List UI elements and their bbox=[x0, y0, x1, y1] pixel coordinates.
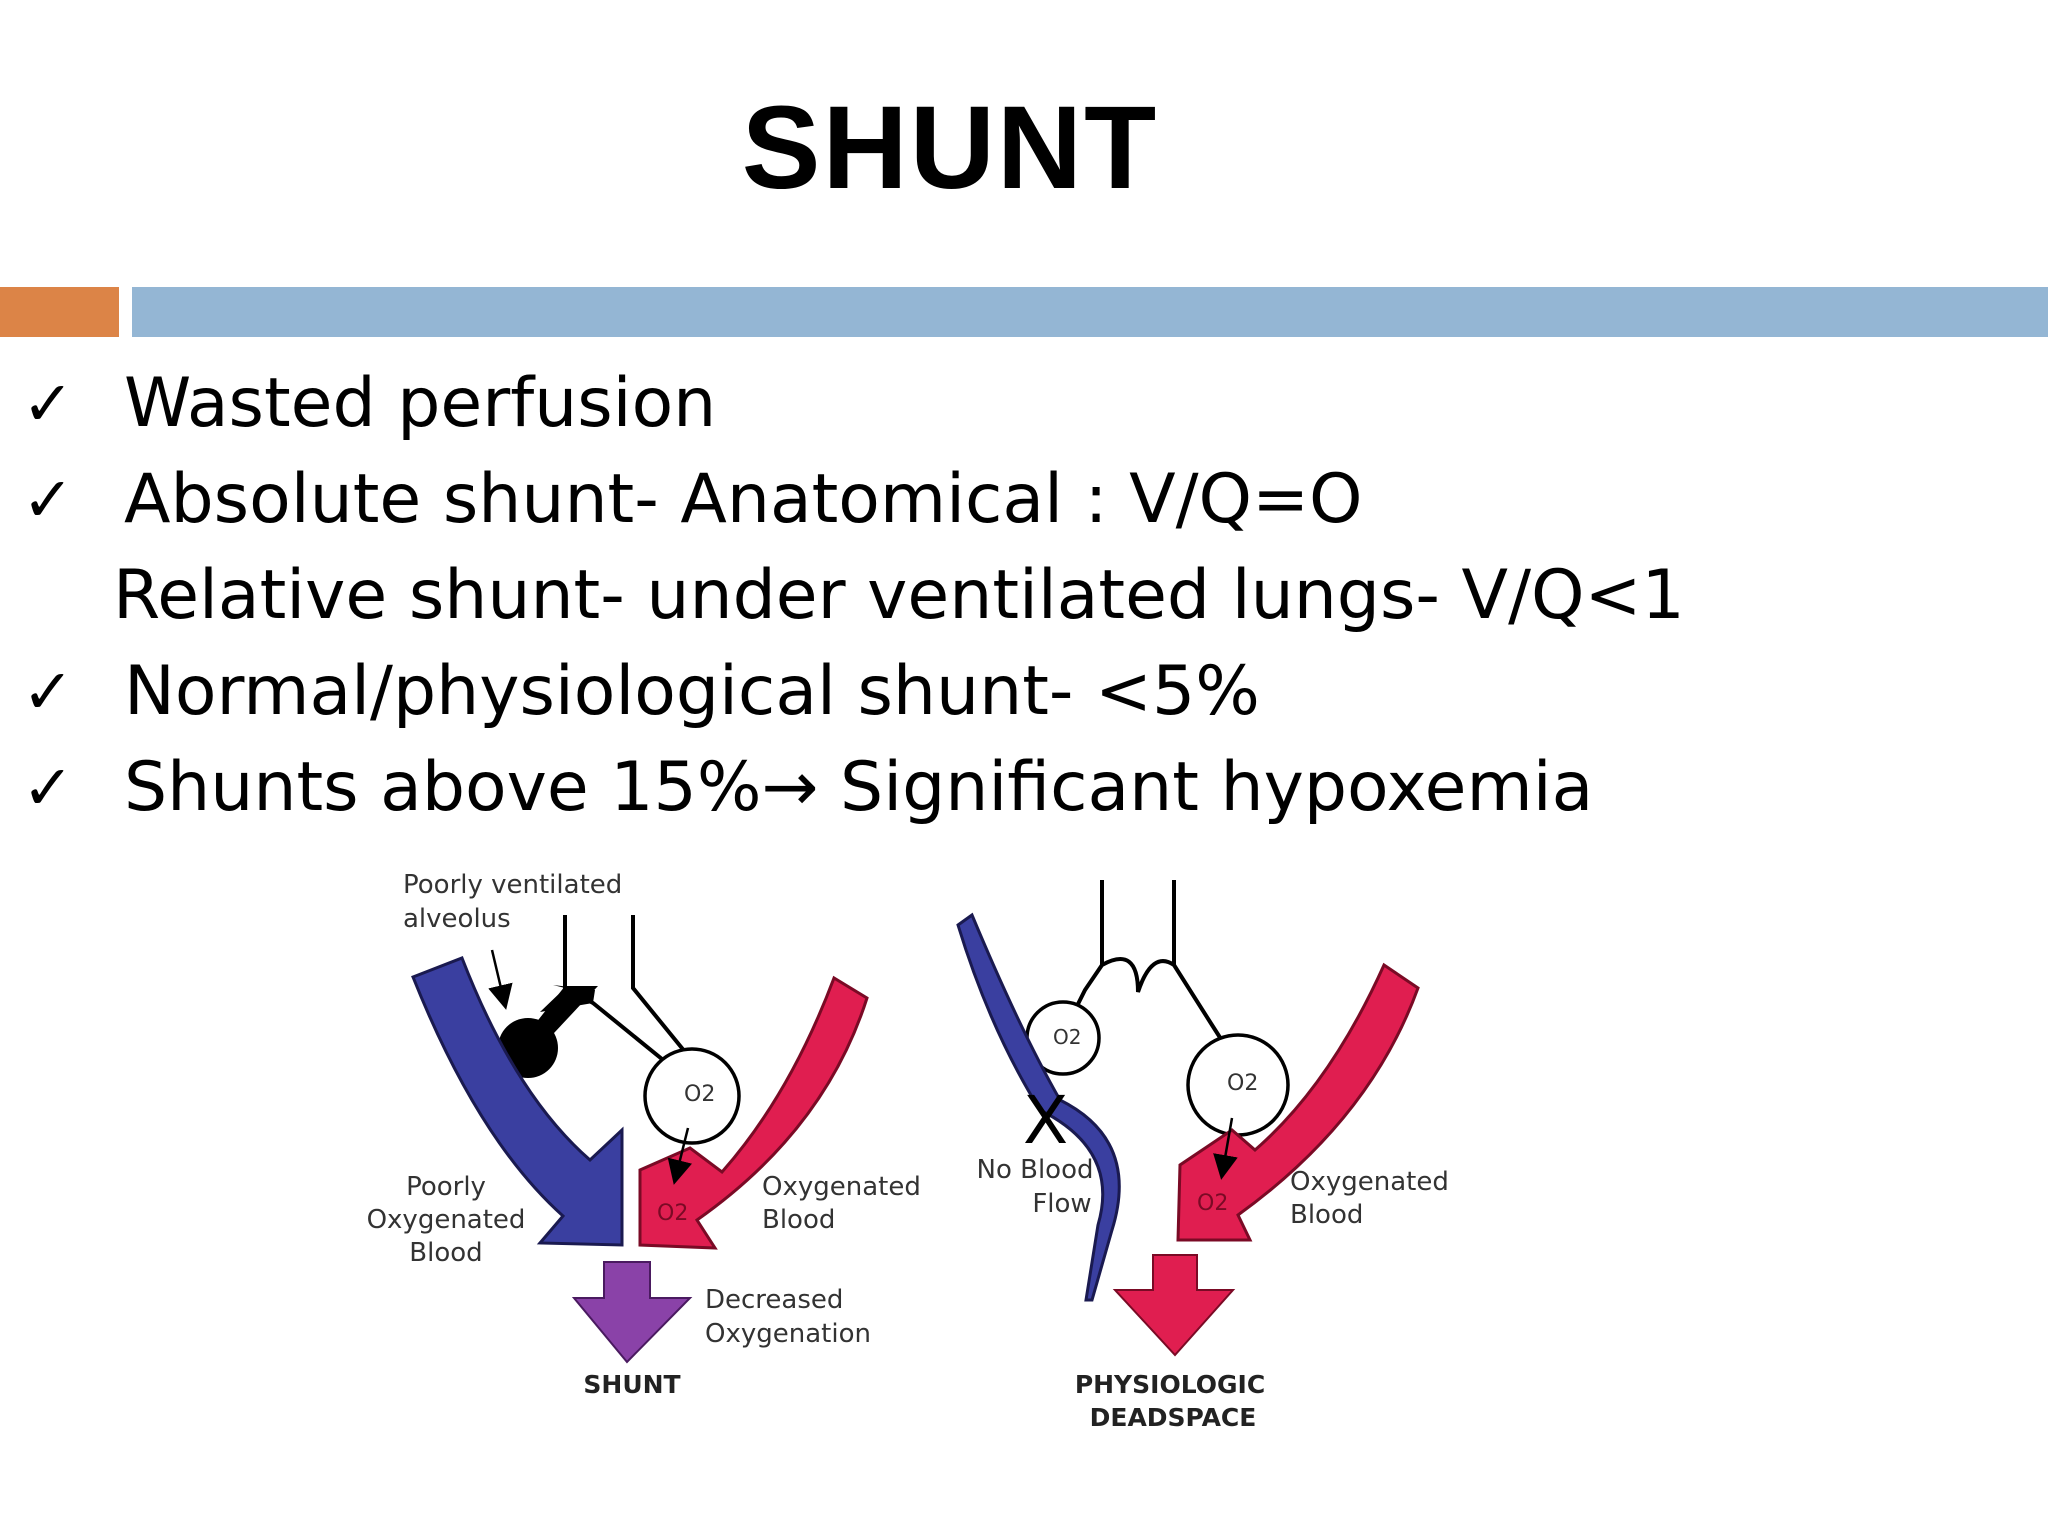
deadspace-caption: DEADSPACE bbox=[1090, 1403, 1257, 1432]
pointer-arrow bbox=[1213, 1117, 1238, 1180]
deadspace-panel: X O2 O2 O2 No Blood Flow Oxygenated Bloo… bbox=[956, 880, 1449, 1432]
bullet-item-continuation: Relative shunt- under ventilated lungs- … bbox=[0, 548, 2048, 644]
slide-title: SHUNT bbox=[741, 82, 1159, 214]
mixed-blood-arrow bbox=[571, 1261, 693, 1364]
pointer-arrow bbox=[488, 949, 513, 1010]
poorly-ventilated-label: Poorly ventilated bbox=[403, 870, 622, 900]
o2-label: O2 bbox=[1053, 1025, 1081, 1049]
blocked-flow-x-icon: X bbox=[1023, 1082, 1068, 1159]
oxygenated-outflow-arrow bbox=[1112, 1254, 1236, 1357]
o2-label: O2 bbox=[657, 1201, 688, 1226]
poorly-ventilated-label: alveolus bbox=[403, 904, 511, 934]
accent-bar-blue bbox=[132, 287, 2048, 337]
checkmark-icon: ✓ bbox=[22, 463, 74, 536]
o2-label: O2 bbox=[1197, 1191, 1228, 1216]
poorly-oxygenated-label: Poorly bbox=[406, 1172, 486, 1202]
deadspace-caption: PHYSIOLOGIC bbox=[1075, 1370, 1265, 1399]
oxygenated-blood-label: Oxygenated bbox=[1290, 1167, 1449, 1197]
checkmark-icon: ✓ bbox=[22, 751, 74, 824]
oxygenated-blood-label: Blood bbox=[1290, 1200, 1363, 1230]
bullet-text: Shunts above 15%→ Significant hypoxemia bbox=[124, 748, 1594, 827]
oxygenated-blood-vessel bbox=[638, 975, 869, 1250]
bullet-item: ✓ Wasted perfusion bbox=[0, 356, 2048, 452]
decreased-oxygenation-label: Oxygenation bbox=[705, 1319, 871, 1349]
oxygenated-blood-vessel bbox=[1176, 962, 1420, 1242]
no-flow-vessel bbox=[956, 912, 1121, 1302]
shunt-caption: SHUNT bbox=[583, 1370, 680, 1399]
o2-label: O2 bbox=[684, 1082, 715, 1107]
bullet-item: ✓ Shunts above 15%→ Significant hypoxemi… bbox=[0, 740, 2048, 836]
shunt-panel: Poorly ventilated alveolus O2 O2 Poorly … bbox=[367, 870, 921, 1399]
bullet-item: ✓ Absolute shunt- Anatomical : V/Q=O bbox=[0, 452, 2048, 548]
decreased-oxygenation-label: Decreased bbox=[705, 1285, 843, 1315]
bullet-text: Absolute shunt- Anatomical : V/Q=O bbox=[124, 460, 1363, 539]
poorly-oxygenated-label: Oxygenated bbox=[367, 1205, 526, 1235]
oxygenated-blood-label: Blood bbox=[762, 1205, 835, 1235]
no-blood-flow-label: No Blood bbox=[977, 1155, 1094, 1185]
oxygenated-alveolus bbox=[643, 1047, 741, 1145]
no-blood-flow-label: Flow bbox=[1032, 1189, 1091, 1219]
bullet-text: Relative shunt- under ventilated lungs- … bbox=[113, 556, 1685, 635]
checkmark-icon: ✓ bbox=[22, 655, 74, 728]
deoxygenated-blood-vessel bbox=[411, 956, 624, 1247]
accent-bar-orange bbox=[0, 287, 119, 337]
poorly-oxygenated-label: Blood bbox=[409, 1238, 482, 1268]
oxygenated-blood-label: Oxygenated bbox=[762, 1172, 921, 1202]
bullet-text: Wasted perfusion bbox=[124, 364, 717, 443]
bullet-text: Normal/physiological shunt- <5% bbox=[124, 652, 1260, 731]
o2-label: O2 bbox=[1227, 1071, 1258, 1096]
bullet-item: ✓ Normal/physiological shunt- <5% bbox=[0, 644, 2048, 740]
checkmark-icon: ✓ bbox=[22, 367, 74, 440]
pointer-arrow bbox=[667, 1127, 692, 1185]
